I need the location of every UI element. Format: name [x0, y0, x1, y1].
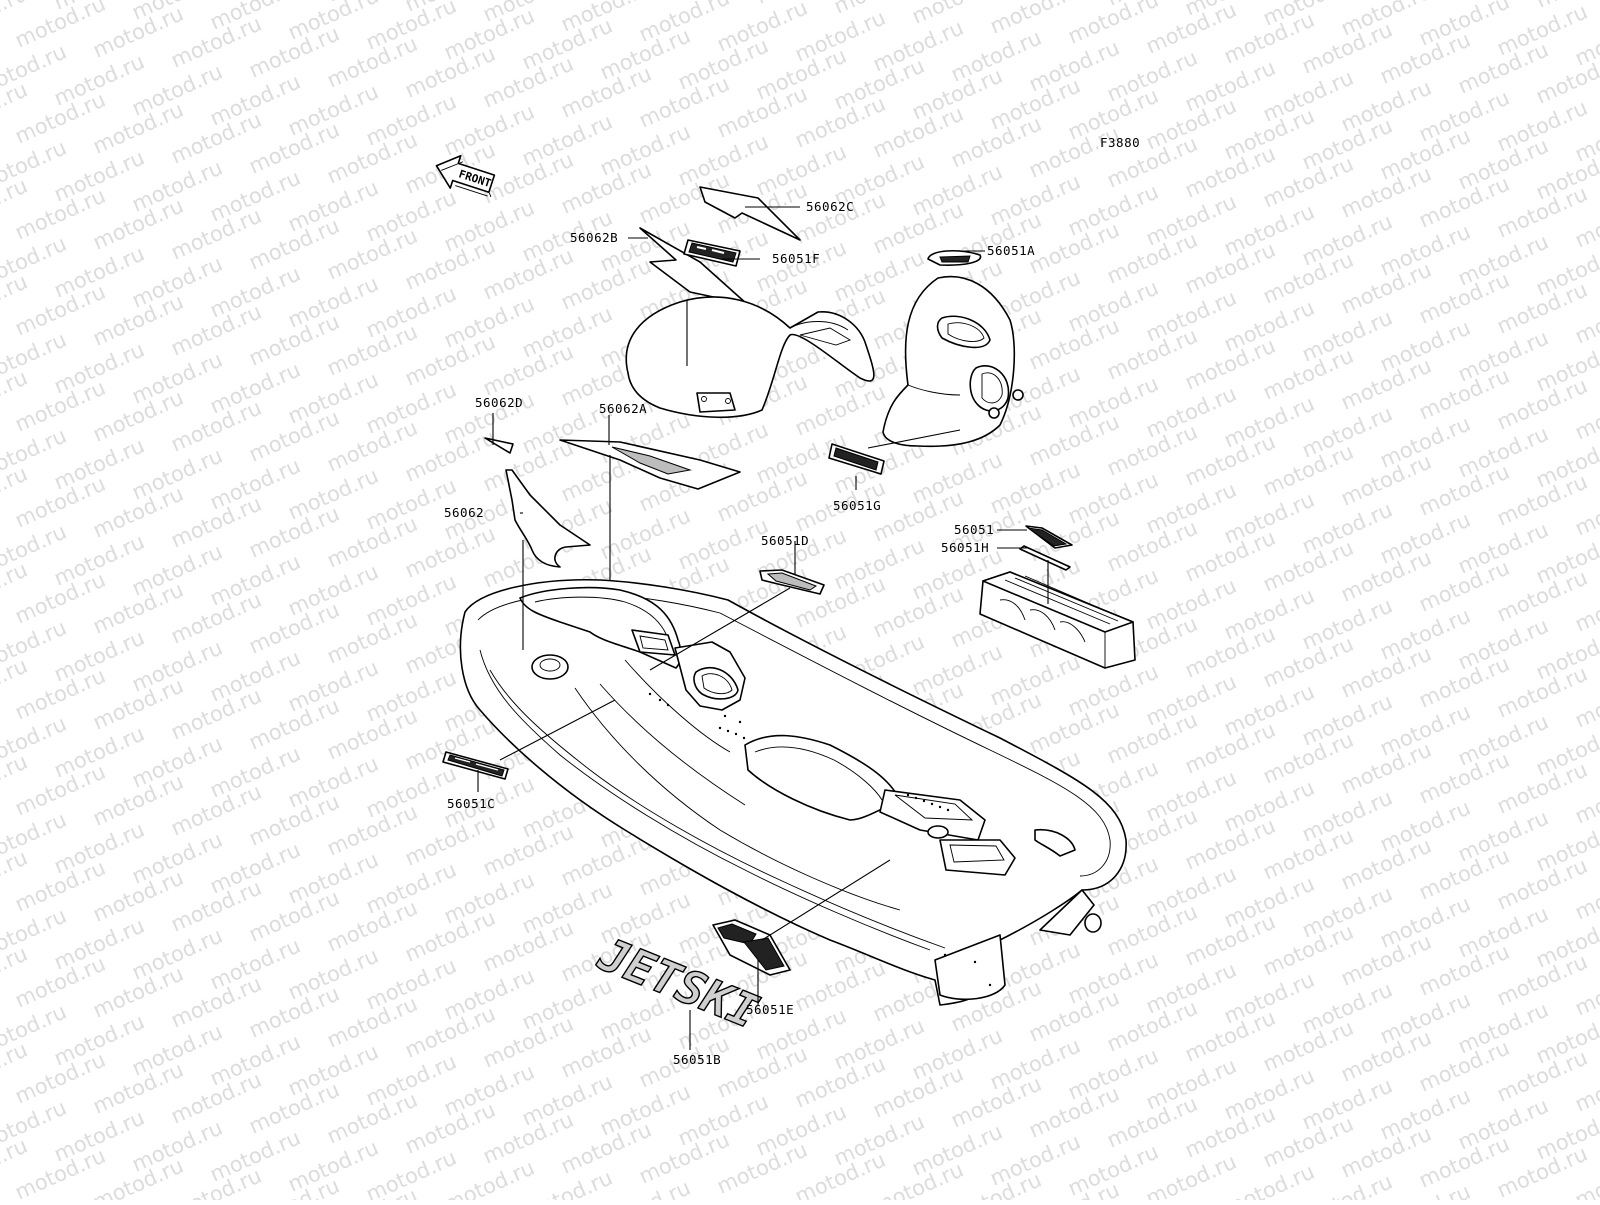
emblem-decal-56051c — [442, 751, 509, 780]
label-56051f[interactable]: 56051F — [772, 251, 820, 266]
label-56062a[interactable]: 56062A — [599, 401, 647, 416]
emblem-decal-56051e — [712, 919, 791, 976]
hull-body — [459, 578, 1127, 1006]
figure-code: F3880 — [1100, 135, 1140, 150]
label-56051a[interactable]: 56051A — [987, 243, 1035, 258]
stripe-decal-56062a — [559, 439, 741, 490]
deck-rivets — [648, 692, 992, 987]
label-56062[interactable]: 56062 — [444, 505, 484, 520]
label-56051b[interactable]: 56051B — [673, 1052, 721, 1067]
label-56062b[interactable]: 56062B — [570, 230, 618, 245]
leader-lines — [477, 206, 1049, 1050]
hood-cover — [625, 296, 875, 419]
emblem-decal-56051d — [759, 569, 825, 595]
emblem-decal-56051a — [927, 250, 982, 266]
stripe-decal-56062d — [484, 437, 514, 454]
label-56051c[interactable]: 56051C — [447, 796, 495, 811]
label-56051g[interactable]: 56051G — [833, 498, 881, 513]
label-56051e[interactable]: 56051E — [746, 1002, 794, 1017]
label-56062c[interactable]: 56062C — [806, 199, 854, 214]
emblem-decal-56051 — [1025, 525, 1073, 549]
seat-module — [979, 571, 1136, 669]
label-56062d[interactable]: 56062D — [475, 395, 523, 410]
instrument-pod — [882, 275, 1024, 448]
front-arrow-icon: FRONT — [435, 154, 496, 198]
stripe-decal-56062c — [699, 186, 801, 241]
emblem-decal-56051g — [828, 443, 885, 475]
part-labels: 56062C 56062B 56051F 56051A 56062D 56062… — [444, 199, 1035, 1067]
stripe-decal-56062 — [505, 469, 591, 568]
label-56051[interactable]: 56051 — [954, 522, 994, 537]
fuel-cap — [531, 654, 569, 680]
label-56051d[interactable]: 56051D — [761, 533, 809, 548]
stripe-decal-56062b — [639, 227, 758, 314]
label-56051h[interactable]: 56051H — [941, 540, 989, 555]
